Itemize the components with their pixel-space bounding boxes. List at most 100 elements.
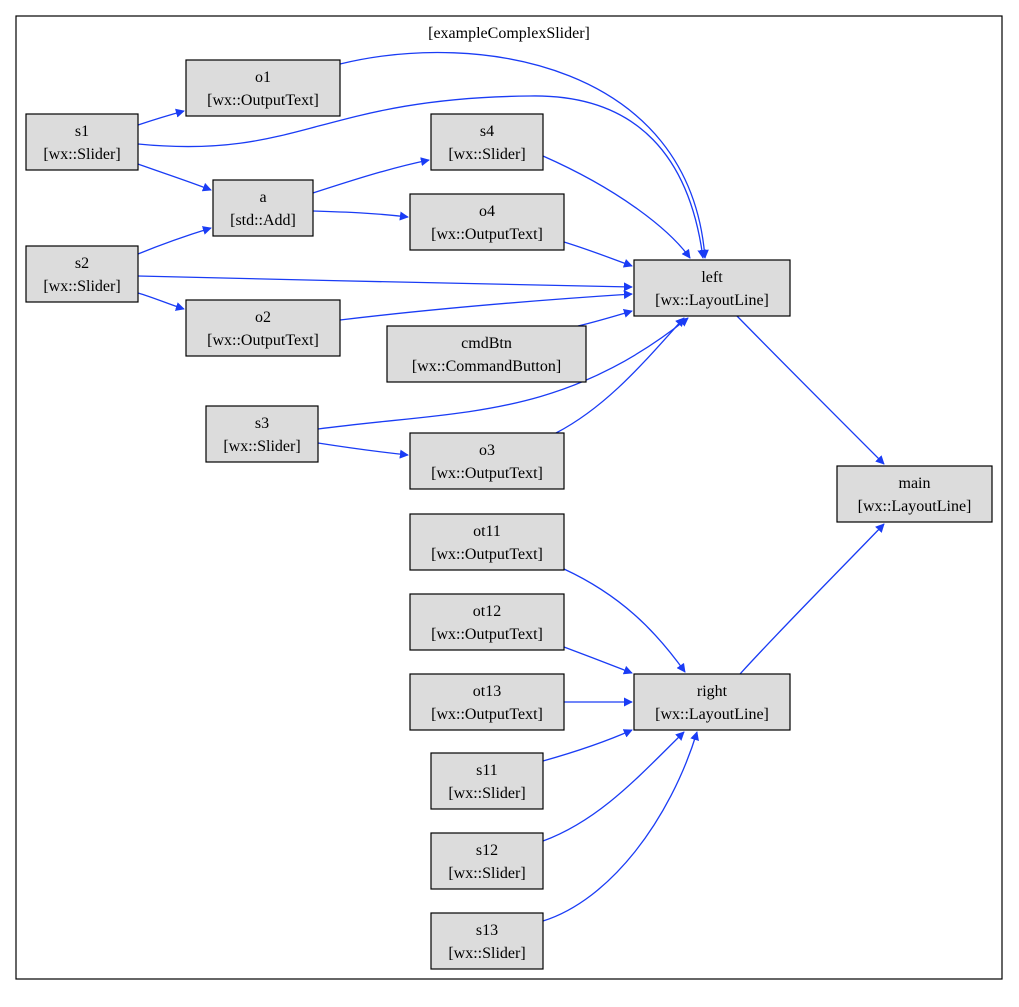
node-type: [std::Add]: [230, 212, 296, 229]
node-type: [wx::LayoutLine]: [655, 706, 769, 723]
node-type: [wx::OutputText]: [207, 332, 319, 349]
edge-ot12-to-right: [563, 646, 633, 675]
node-s13: s13[wx::Slider]: [430, 912, 544, 970]
node-box: [185, 299, 341, 357]
node-box: [25, 245, 139, 303]
node-name: ot13: [473, 683, 501, 700]
node-s4: s4[wx::Slider]: [430, 113, 544, 171]
edge-s3-to-o3: [317, 442, 409, 459]
node-type: [wx::Slider]: [223, 438, 300, 455]
node-type: [wx::LayoutLine]: [858, 498, 972, 515]
edge-s1-to-left: [137, 95, 707, 259]
edge-cmdBtn-to-left: [577, 309, 633, 327]
node-name: o3: [479, 442, 495, 459]
node-type: [wx::OutputText]: [431, 546, 543, 563]
node-box: [409, 513, 565, 571]
edge-s12-to-right: [542, 731, 685, 842]
node-cmdBtn: cmdBtn[wx::CommandButton]: [386, 325, 587, 383]
node-box: [430, 752, 544, 810]
node-ot11: ot11[wx::OutputText]: [409, 513, 565, 571]
node-type: [wx::Slider]: [448, 865, 525, 882]
node-s11: s11[wx::Slider]: [430, 752, 544, 810]
node-box: [633, 259, 791, 317]
edge-o2-to-left: [339, 290, 633, 321]
node-name: o1: [255, 69, 271, 86]
node-name: right: [697, 683, 728, 700]
edge-s13-to-right: [542, 731, 699, 922]
node-s3: s3[wx::Slider]: [205, 405, 319, 463]
edge-s2-to-left: [137, 275, 633, 292]
node-box: [836, 465, 993, 523]
node-ot13: ot13[wx::OutputText]: [409, 673, 565, 731]
edge-s1-to-a: [137, 163, 212, 192]
node-name: s12: [476, 842, 498, 859]
node-name: s1: [75, 123, 89, 140]
node-name: o2: [255, 309, 271, 326]
node-box: [185, 59, 341, 117]
node-type: [wx::OutputText]: [431, 465, 543, 482]
node-a: a[std::Add]: [212, 179, 314, 237]
node-box: [409, 593, 565, 651]
node-name: cmdBtn: [461, 335, 512, 352]
edges-layer: [137, 51, 885, 922]
node-box: [386, 325, 587, 383]
cluster-frame: [15, 15, 1003, 980]
node-type: [wx::Slider]: [448, 945, 525, 962]
node-type: [wx::Slider]: [448, 146, 525, 163]
edge-s3-to-left: [317, 317, 689, 430]
edge-o3-to-left: [555, 317, 685, 434]
node-ot12: ot12[wx::OutputText]: [409, 593, 565, 651]
node-o1: o1[wx::OutputText]: [185, 59, 341, 117]
edge-a-to-o4: [312, 210, 409, 221]
node-type: [wx::Slider]: [43, 146, 120, 163]
node-o3: o3[wx::OutputText]: [409, 432, 565, 490]
node-right: right[wx::LayoutLine]: [633, 673, 791, 731]
edge-right-to-main: [739, 523, 885, 675]
edge-o4-to-left: [563, 241, 633, 268]
node-type: [wx::CommandButton]: [412, 358, 561, 375]
node-o4: o4[wx::OutputText]: [409, 193, 565, 251]
node-name: left: [701, 269, 723, 286]
node-type: [wx::OutputText]: [207, 92, 319, 109]
node-o2: o2[wx::OutputText]: [185, 299, 341, 357]
node-name: s3: [255, 415, 269, 432]
node-s2: s2[wx::Slider]: [25, 245, 139, 303]
edge-s1-to-o1: [137, 108, 185, 126]
node-box: [430, 832, 544, 890]
node-name: s4: [480, 123, 494, 140]
node-type: [wx::Slider]: [448, 785, 525, 802]
node-name: o4: [479, 203, 495, 220]
nodes-layer: o1[wx::OutputText]s1[wx::Slider]s4[wx::S…: [25, 59, 993, 970]
node-box: [633, 673, 791, 731]
node-name: main: [899, 475, 931, 492]
edge-o1-to-left: [339, 51, 709, 259]
node-box: [25, 113, 139, 171]
node-name: a: [259, 189, 266, 206]
node-name: ot11: [473, 523, 501, 540]
node-name: s13: [476, 922, 498, 939]
node-name: s2: [75, 255, 89, 272]
node-type: [wx::OutputText]: [431, 226, 543, 243]
edge-left-to-main: [736, 315, 885, 465]
node-box: [409, 193, 565, 251]
edge-s11-to-right: [542, 729, 633, 762]
node-left: left[wx::LayoutLine]: [633, 259, 791, 317]
node-box: [409, 432, 565, 490]
node-s12: s12[wx::Slider]: [430, 832, 544, 890]
edge-a-to-s4: [312, 157, 430, 194]
node-s1: s1[wx::Slider]: [25, 113, 139, 171]
node-box: [212, 179, 314, 237]
edge-ot11-to-right: [563, 568, 686, 673]
node-box: [430, 113, 544, 171]
node-type: [wx::OutputText]: [431, 626, 543, 643]
edge-s2-to-o2: [137, 292, 185, 311]
edge-s2-to-a: [137, 226, 212, 255]
node-box: [409, 673, 565, 731]
edge-s4-to-left: [542, 155, 691, 259]
node-type: [wx::LayoutLine]: [655, 292, 769, 309]
node-box: [205, 405, 319, 463]
node-type: [wx::Slider]: [43, 278, 120, 295]
node-name: ot12: [473, 603, 501, 620]
diagram-title: [exampleComplexSlider]: [428, 25, 590, 42]
